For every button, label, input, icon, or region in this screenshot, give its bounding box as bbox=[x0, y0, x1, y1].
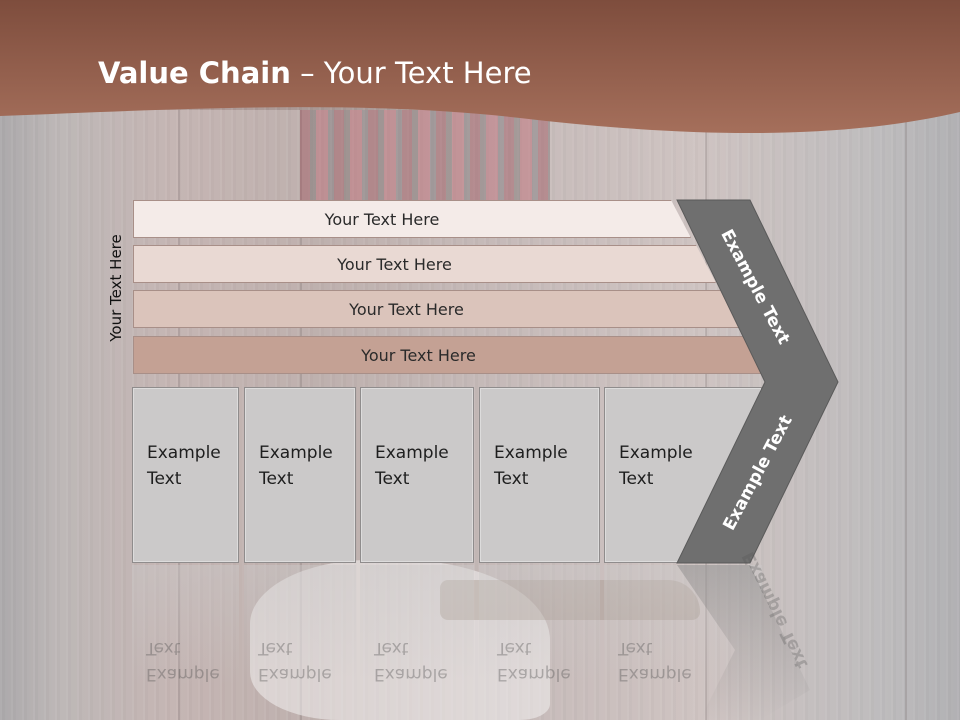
board-seam bbox=[905, 110, 907, 720]
activity-line: Example bbox=[619, 443, 693, 463]
activity-line: Example bbox=[375, 443, 449, 463]
band-label: Your Text Here bbox=[324, 209, 440, 229]
activity-line: Text bbox=[259, 469, 294, 489]
activity-line: Text bbox=[619, 469, 654, 489]
activity-line: Text bbox=[147, 469, 182, 489]
activity-line: Text bbox=[494, 469, 529, 489]
activity-line: Example bbox=[147, 443, 221, 463]
background-skate-image bbox=[250, 560, 550, 720]
band-label: Your Text Here bbox=[349, 299, 464, 319]
support-band-3: Your Text Here bbox=[133, 290, 740, 328]
activity-line: Example bbox=[259, 443, 333, 463]
support-band-1: Your Text Here bbox=[133, 200, 691, 238]
background-scarf-image bbox=[300, 110, 550, 200]
title-bold: Value Chain bbox=[98, 56, 291, 90]
slide-title: Value Chain – Your Text Here bbox=[98, 56, 532, 90]
background-blade-image bbox=[440, 580, 700, 620]
band-label: Your Text Here bbox=[361, 345, 476, 365]
support-band-4: Your Text Here bbox=[133, 336, 764, 374]
header-banner: Value Chain – Your Text Here bbox=[0, 0, 960, 140]
chevron-shape bbox=[676, 199, 839, 564]
activity-line: Text bbox=[375, 469, 410, 489]
band-label: Your Text Here bbox=[337, 254, 452, 274]
title-rest: – Your Text Here bbox=[290, 56, 532, 90]
support-band-2: Your Text Here bbox=[133, 245, 716, 283]
activity-line: Example bbox=[494, 443, 568, 463]
